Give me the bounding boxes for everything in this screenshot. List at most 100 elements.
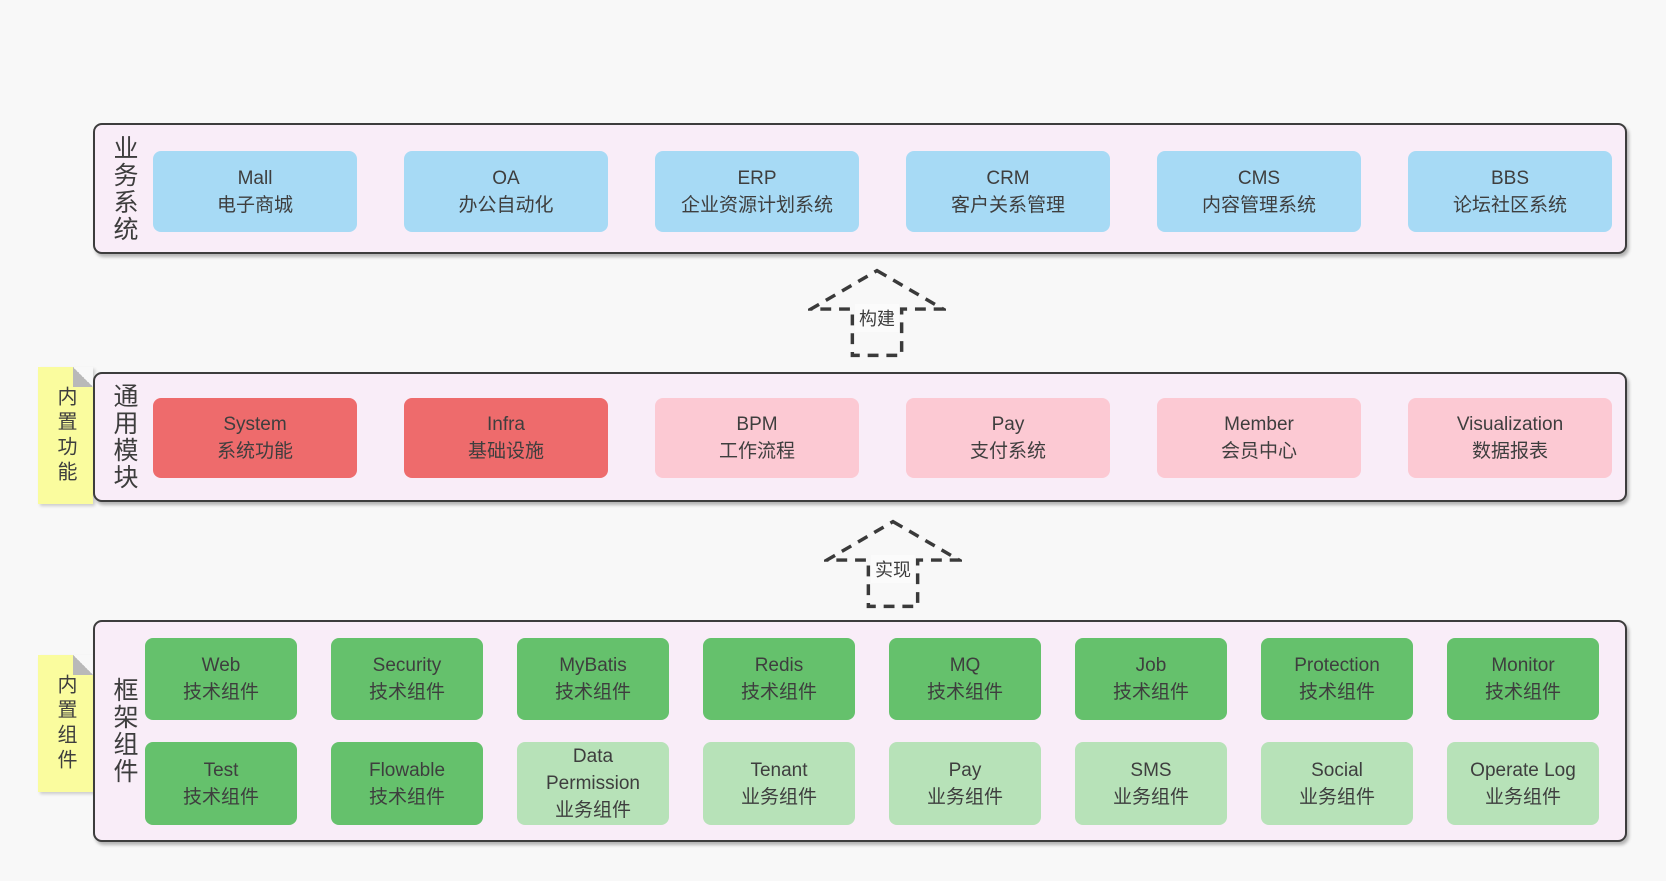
box-title: BBS bbox=[1490, 167, 1530, 189]
common-modules-row: System 系统功能 Infra 基础设施 BPM 工作流程 Pay 支付系统… bbox=[153, 398, 1612, 478]
business-systems-row: Mall 电子商城 OA 办公自动化 ERP 企业资源计划系统 CRM 客户关系… bbox=[153, 151, 1612, 232]
box-title: Pay bbox=[948, 759, 982, 781]
folded-corner-icon bbox=[73, 367, 93, 387]
box-crm: CRM 客户关系管理 bbox=[906, 151, 1110, 232]
box-title: Infra bbox=[486, 414, 526, 435]
box-subtitle: 会员中心 bbox=[1220, 441, 1297, 462]
build-arrow-label: 构建 bbox=[855, 304, 899, 332]
box-mq: MQ 技术组件 bbox=[889, 638, 1041, 720]
up-arrow-icon bbox=[808, 268, 946, 358]
box-subtitle: 业务组件 bbox=[554, 800, 631, 821]
box-social: Social 业务组件 bbox=[1261, 742, 1413, 825]
box-title: CRM bbox=[986, 167, 1030, 189]
box-subtitle: 技术组件 bbox=[926, 682, 1003, 703]
box-title: CMS bbox=[1237, 167, 1281, 189]
box-protection: Protection 技术组件 bbox=[1261, 638, 1413, 720]
box-security: Security 技术组件 bbox=[331, 638, 483, 720]
box-title: Security bbox=[372, 655, 442, 676]
box-title: Pay bbox=[991, 414, 1025, 435]
box-web: Web 技术组件 bbox=[145, 638, 297, 720]
box-title: Monitor bbox=[1491, 655, 1555, 676]
box-title: Protection bbox=[1294, 655, 1380, 676]
box-subtitle: 系统功能 bbox=[216, 441, 293, 462]
box-title: Mall bbox=[237, 167, 273, 189]
box-subtitle: 技术组件 bbox=[1298, 682, 1375, 703]
box-title: Data Permission bbox=[546, 746, 640, 794]
box-subtitle: 技术组件 bbox=[182, 682, 259, 703]
box-title: MyBatis bbox=[559, 655, 627, 676]
box-title: Web bbox=[201, 655, 241, 676]
framework-components-panel: 框架组件 Web 技术组件 Security 技术组件 MyBatis 技术组件… bbox=[93, 620, 1627, 842]
box-subtitle: 业务组件 bbox=[926, 786, 1003, 808]
box-test: Test 技术组件 bbox=[145, 742, 297, 825]
box-job: Job 技术组件 bbox=[1075, 638, 1227, 720]
box-title: BPM bbox=[736, 414, 778, 435]
box-subtitle: 支付系统 bbox=[969, 441, 1046, 462]
builtin-components-tab-label: 内置组件 bbox=[54, 673, 76, 774]
box-title: Member bbox=[1224, 414, 1294, 435]
common-modules-panel: 通用模块 System 系统功能 Infra 基础设施 BPM 工作流程 Pay… bbox=[93, 372, 1627, 502]
box-monitor: Monitor 技术组件 bbox=[1447, 638, 1599, 720]
box-subtitle: 技术组件 bbox=[740, 682, 817, 703]
business-systems-panel: 业务系统 Mall 电子商城 OA 办公自动化 ERP 企业资源计划系统 CRM… bbox=[93, 123, 1627, 254]
box-subtitle: 技术组件 bbox=[1112, 682, 1189, 703]
box-subtitle: 工作流程 bbox=[718, 441, 795, 462]
box-redis: Redis 技术组件 bbox=[703, 638, 855, 720]
box-system: System 系统功能 bbox=[153, 398, 357, 478]
box-subtitle: 数据报表 bbox=[1471, 441, 1548, 462]
box-subtitle: 客户关系管理 bbox=[950, 194, 1065, 216]
box-subtitle: 办公自动化 bbox=[458, 194, 554, 216]
box-title: Job bbox=[1135, 655, 1167, 676]
box-subtitle: 业务组件 bbox=[740, 786, 817, 808]
box-visualization: Visualization 数据报表 bbox=[1408, 398, 1612, 478]
box-subtitle: 技术组件 bbox=[554, 682, 631, 703]
box-subtitle: 电子商城 bbox=[216, 194, 293, 216]
box-subtitle: 业务组件 bbox=[1484, 786, 1561, 808]
box-pay-biz: Pay 业务组件 bbox=[889, 742, 1041, 825]
box-sms: SMS 业务组件 bbox=[1075, 742, 1227, 825]
box-subtitle: 基础设施 bbox=[467, 441, 544, 462]
box-title: SMS bbox=[1130, 759, 1172, 781]
box-mall: Mall 电子商城 bbox=[153, 151, 357, 232]
implement-arrow: 实现 bbox=[824, 518, 962, 610]
box-subtitle: 技术组件 bbox=[1484, 682, 1561, 703]
box-oa: OA 办公自动化 bbox=[404, 151, 608, 232]
builtin-features-tab-label: 内置功能 bbox=[54, 385, 76, 486]
box-subtitle: 技术组件 bbox=[368, 786, 445, 808]
box-bpm: BPM 工作流程 bbox=[655, 398, 859, 478]
common-modules-label: 通用模块 bbox=[110, 383, 138, 491]
box-bbs: BBS 论坛社区系统 bbox=[1408, 151, 1612, 232]
box-title: MQ bbox=[949, 655, 981, 676]
box-cms: CMS 内容管理系统 bbox=[1157, 151, 1361, 232]
box-data-permission: Data Permission 业务组件 bbox=[517, 742, 669, 825]
implement-arrow-label: 实现 bbox=[871, 555, 915, 583]
business-systems-label: 业务系统 bbox=[110, 134, 138, 243]
box-title: Redis bbox=[754, 655, 804, 676]
up-arrow-icon bbox=[824, 519, 962, 609]
box-title: Tenant bbox=[750, 759, 808, 781]
builtin-features-tab: 内置功能 bbox=[38, 367, 93, 504]
box-subtitle: 技术组件 bbox=[182, 786, 259, 808]
box-member: Member 会员中心 bbox=[1157, 398, 1361, 478]
box-infra: Infra 基础设施 bbox=[404, 398, 608, 478]
box-title: Test bbox=[203, 759, 239, 781]
builtin-components-tab: 内置组件 bbox=[38, 655, 93, 792]
box-subtitle: 论坛社区系统 bbox=[1452, 194, 1567, 216]
box-flowable: Flowable 技术组件 bbox=[331, 742, 483, 825]
box-tenant: Tenant 业务组件 bbox=[703, 742, 855, 825]
box-title: OA bbox=[492, 167, 520, 189]
box-title: System bbox=[223, 414, 287, 435]
box-title: ERP bbox=[737, 167, 777, 189]
box-title: Flowable bbox=[368, 759, 446, 781]
box-title: Operate Log bbox=[1470, 759, 1576, 781]
box-title: Visualization bbox=[1456, 414, 1564, 435]
box-subtitle: 业务组件 bbox=[1112, 786, 1189, 808]
box-pay: Pay 支付系统 bbox=[906, 398, 1110, 478]
biz-components-row: Test 技术组件 Flowable 技术组件 Data Permission … bbox=[145, 742, 1599, 825]
box-erp: ERP 企业资源计划系统 bbox=[655, 151, 859, 232]
box-subtitle: 技术组件 bbox=[368, 682, 445, 703]
box-title: Social bbox=[1311, 759, 1363, 781]
framework-components-label: 框架组件 bbox=[110, 677, 138, 785]
box-operate-log: Operate Log 业务组件 bbox=[1447, 742, 1599, 825]
